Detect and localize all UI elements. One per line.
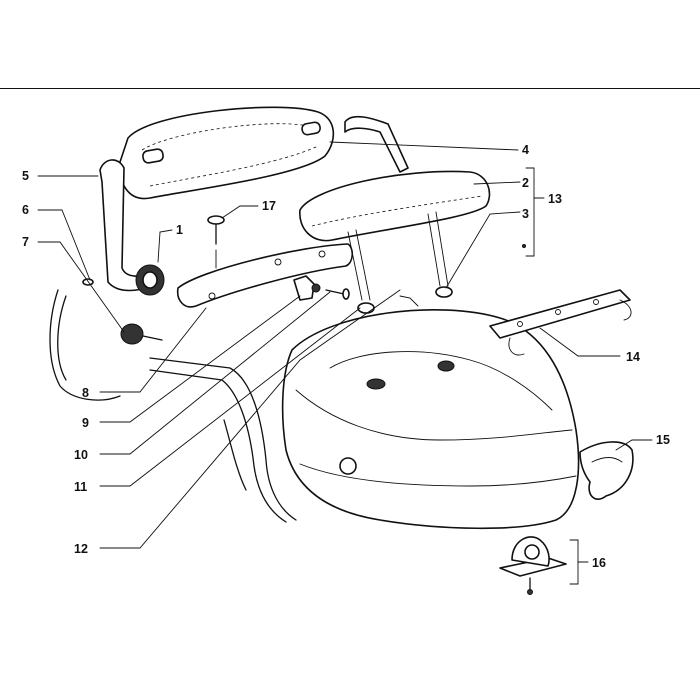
callout-8: 8 [82, 386, 89, 400]
callout-6: 6 [22, 203, 29, 217]
grab-handle [344, 115, 409, 173]
screw-17 [207, 215, 225, 269]
callout-4: 4 [522, 143, 529, 157]
callout-1: 1 [176, 223, 183, 237]
seat-rail [489, 289, 632, 356]
callout-17: 17 [262, 199, 276, 213]
callout-15: 15 [656, 433, 670, 447]
lock-assembly [499, 536, 567, 595]
callout-2: 2 [522, 176, 529, 190]
callout-13: 13 [548, 192, 562, 206]
callout-5: 5 [22, 169, 29, 183]
knob-7 [120, 323, 163, 345]
callout-10: 10 [74, 448, 88, 462]
callout-9: 9 [82, 416, 89, 430]
callout-labels: 1 2 3 4 5 6 7 8 9 10 11 12 13 14 15 16 1… [22, 143, 670, 570]
main-seat [281, 295, 580, 530]
header-rule [0, 88, 700, 89]
callout-12: 12 [74, 542, 88, 556]
support-bracket [176, 243, 354, 308]
seat-base-frame [49, 289, 297, 523]
rear-cover [579, 441, 634, 500]
backrest-pad [118, 106, 335, 200]
callout-11: 11 [74, 480, 87, 494]
passenger-pad [299, 170, 491, 314]
backrest-frame [99, 159, 165, 296]
latch-bracket [293, 275, 350, 301]
callout-16: 16 [592, 556, 606, 570]
leader-lines [37, 141, 653, 585]
callout-7: 7 [22, 235, 29, 249]
callout-14: 14 [626, 350, 640, 364]
callout-3: 3 [522, 207, 529, 221]
